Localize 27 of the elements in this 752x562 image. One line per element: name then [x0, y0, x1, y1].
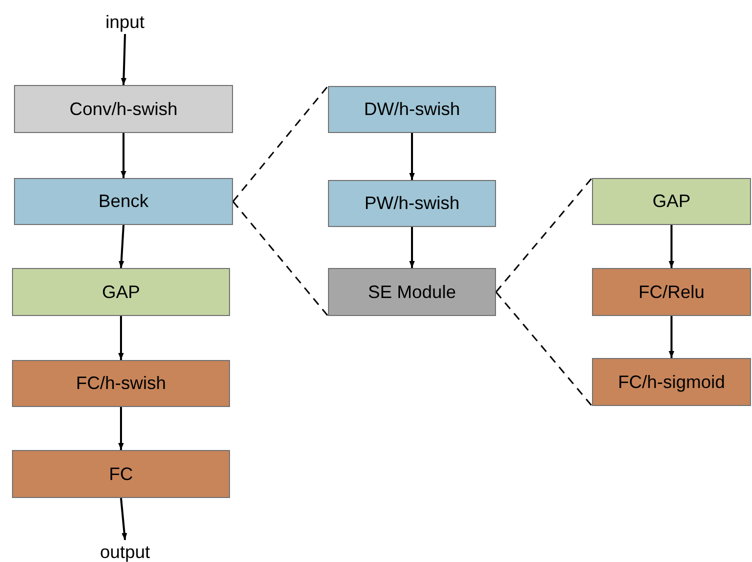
dashed-line: [495, 178, 593, 292]
arrow: [668, 316, 674, 358]
arrow: [118, 224, 124, 268]
arrow: [120, 133, 126, 178]
dashed-line: [232, 86, 329, 202]
layer-box: PW/h-swish: [328, 180, 496, 227]
layer-box: DW/h-swish: [328, 86, 496, 133]
arrow: [409, 133, 415, 180]
terminal-label: input: [95, 10, 155, 34]
arrow: [120, 34, 126, 86]
layer-box: SE Module: [328, 268, 496, 316]
terminal-label: output: [90, 540, 160, 562]
arrow: [118, 407, 124, 450]
arrow: [118, 316, 124, 360]
layer-box: Conv/h-swish: [14, 85, 233, 133]
arrow: [668, 225, 674, 268]
layer-box: Benck: [14, 178, 233, 225]
dashed-line: [232, 201, 329, 316]
layer-box: FC/Relu: [592, 268, 751, 316]
arrow: [120, 498, 128, 540]
layer-box: FC/h-sigmoid: [592, 358, 751, 406]
dashed-line: [495, 292, 593, 406]
layer-box: GAP: [12, 268, 230, 316]
layer-box: GAP: [592, 178, 751, 225]
layer-box: FC: [12, 450, 230, 498]
arrow: [409, 227, 415, 268]
layer-box: FC/h-swish: [12, 360, 230, 407]
